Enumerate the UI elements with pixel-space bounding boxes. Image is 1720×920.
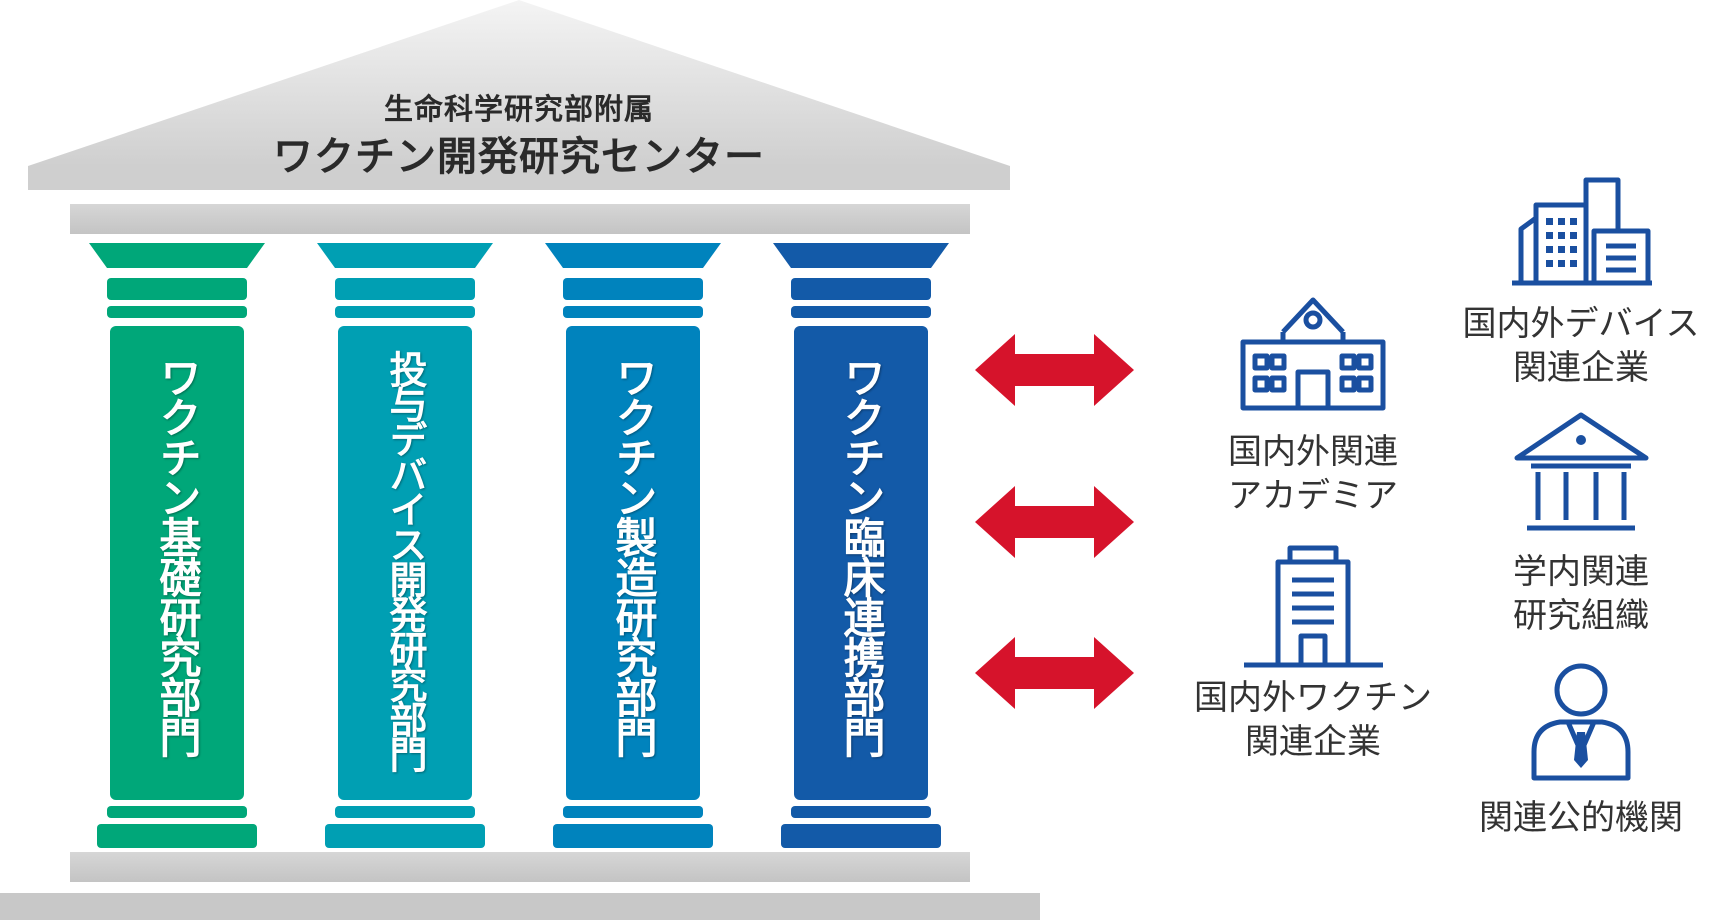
pillar-ring (335, 806, 475, 818)
official-person-icon (1531, 663, 1631, 781)
pillar-label-device-development: 投与デバイス開発研究部門 (383, 350, 427, 770)
pillar-capital (773, 243, 949, 268)
pillar-label-vaccine-manufacturing: ワクチン製造研究部門 (609, 356, 658, 756)
pillar-ring (791, 278, 931, 300)
pillar-ring (107, 306, 247, 318)
pillar-capital (545, 243, 721, 268)
city-buildings-icon (1512, 177, 1652, 286)
pillar-ring (107, 278, 247, 300)
partner-label-public-agencies: 関連公的機関 (1479, 798, 1683, 838)
pillar-ring (791, 306, 931, 318)
partner-label-device-companies: 国内外デバイス 関連企業 (1462, 304, 1700, 388)
partner-label-internal-orgs: 学内関連 研究組織 (1513, 552, 1649, 636)
school-icon (1240, 297, 1386, 411)
double-arrow-icon (975, 637, 1134, 709)
base-step (0, 893, 1040, 920)
pillar-label-vaccine-basic-research: ワクチン基礎研究部門 (153, 356, 202, 756)
pillar-ring (563, 306, 703, 318)
institution-icon (1514, 412, 1649, 531)
top-beam (70, 204, 970, 234)
double-arrow-icon (975, 486, 1134, 558)
roof-base-band (28, 166, 1010, 190)
partner-label-academia: 国内外関連 アカデミア (1228, 432, 1398, 516)
pillar-ring (107, 806, 247, 818)
pillar-shaft (338, 326, 472, 800)
pillar-ring (791, 806, 931, 818)
pillar-shaft (566, 326, 700, 800)
pillar-label-clinical-collaboration: ワクチン臨床連携部門 (837, 356, 886, 756)
partner-label-vaccine-companies: 国内外ワクチン 関連企業 (1194, 678, 1432, 762)
pillar-base (97, 824, 257, 848)
pillar-ring (563, 278, 703, 300)
office-building-icon (1244, 545, 1383, 668)
pillar-shaft (110, 326, 244, 800)
bottom-beam (70, 852, 970, 882)
pillar-ring (335, 278, 475, 300)
pillar-ring (563, 806, 703, 818)
pillar-base (781, 824, 941, 848)
pillars-group (89, 243, 949, 848)
pillar-shaft (794, 326, 928, 800)
double-arrow-icon (975, 334, 1134, 406)
center-subtitle: 生命科学研究部附属 (383, 92, 654, 126)
pillar-base (325, 824, 485, 848)
pillar-base (553, 824, 713, 848)
pillar-ring (335, 306, 475, 318)
pillar-capital (89, 243, 265, 268)
center-title: ワクチン開発研究センター (273, 134, 765, 180)
roof (28, 0, 1010, 166)
pillar-capital (317, 243, 493, 268)
